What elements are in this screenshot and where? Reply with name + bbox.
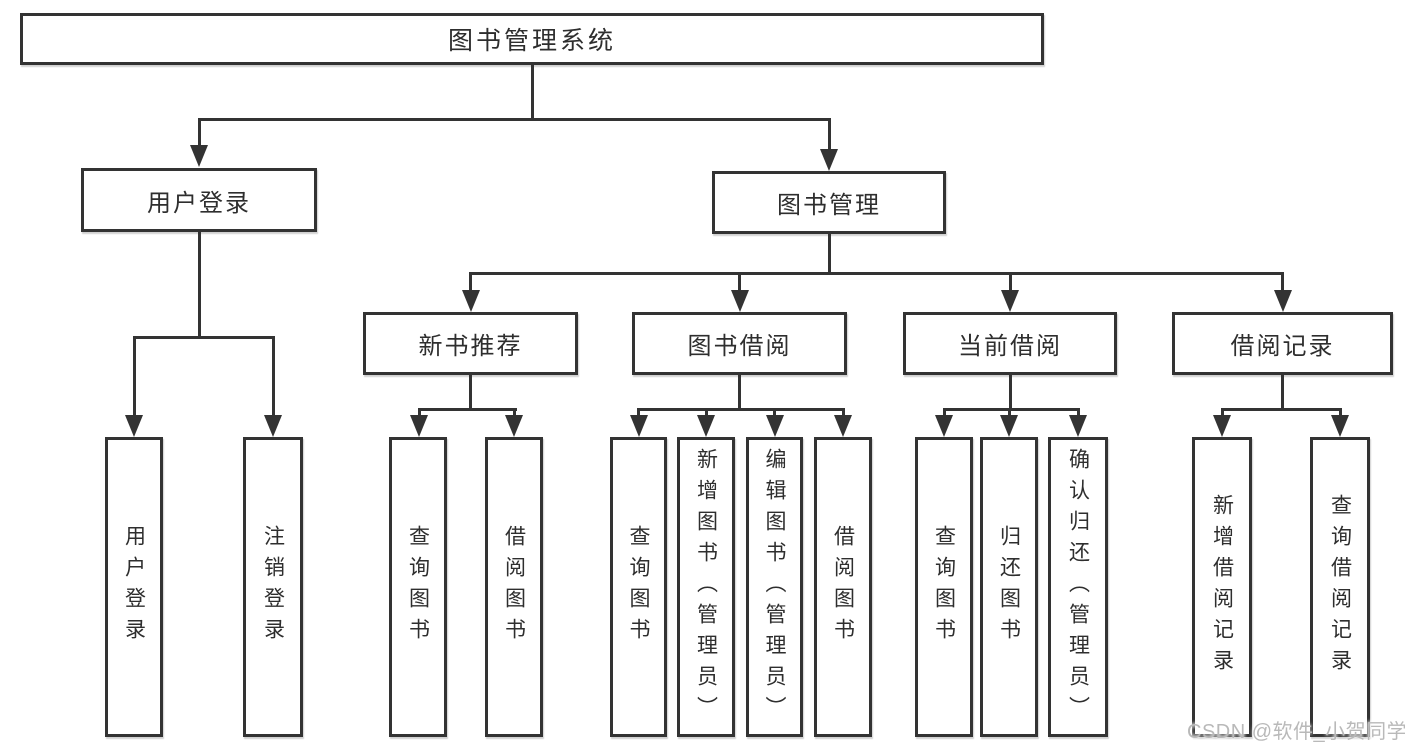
node-root: 图书管理系统 (20, 13, 1044, 65)
leaf-query-books-recommend: 查询图书 (389, 437, 447, 737)
connector-root-drop (530, 65, 534, 118)
node-current-borrowing-label: 当前借阅 (958, 333, 1062, 360)
leaf-user-login-label: 用户登录 (122, 525, 146, 649)
connector-shaft (271, 336, 275, 417)
connector-shaft (738, 272, 741, 292)
leaf-query-books-borrowing-label: 查询图书 (627, 525, 651, 649)
connector-borrowing-records-split (1220, 408, 1342, 411)
leaf-confirm-return-admin: 确认归还（管理员） (1048, 437, 1108, 737)
leaf-add-borrow-record: 新增借阅记录 (1192, 437, 1252, 737)
node-current-borrowing: 当前借阅 (903, 312, 1117, 375)
leaf-edit-books-admin: 编辑图书（管理员） (746, 437, 803, 737)
node-borrowing-records-label: 借阅记录 (1230, 333, 1335, 360)
connector-shaft (132, 336, 136, 417)
arrowhead-down-icon (1001, 290, 1019, 312)
leaf-add-borrow-record-label: 新增借阅记录 (1210, 494, 1234, 680)
arrowhead-down-icon (125, 415, 143, 437)
node-root-label: 图书管理系统 (447, 27, 616, 55)
arrowhead-down-icon (697, 415, 715, 437)
connector-root-split (197, 118, 831, 121)
leaf-return-books-label: 归还图书 (997, 525, 1021, 649)
node-user-login-label: 用户登录 (147, 189, 251, 217)
leaf-logout: 注销登录 (243, 437, 303, 737)
node-new-book-recommendation-label: 新书推荐 (418, 333, 523, 360)
arrowhead-down-icon (765, 415, 784, 437)
leaf-query-books-recommend-label: 查询图书 (406, 525, 430, 649)
leaf-add-books-admin-label: 新增图书（管理员） (694, 447, 718, 727)
connector-shaft (197, 118, 201, 148)
arrowhead-down-icon (190, 145, 208, 167)
arrowhead-down-icon (1213, 415, 1231, 437)
arrowhead-down-icon (629, 415, 648, 437)
arrowhead-down-icon (505, 415, 523, 437)
connector-shaft (1338, 408, 1342, 417)
watermark: CSDN @软件_小贺同学 (1187, 721, 1405, 743)
connector-shaft (841, 408, 845, 417)
leaf-query-books-current: 查询图书 (915, 437, 973, 737)
leaf-user-login: 用户登录 (105, 437, 163, 737)
arrowhead-down-icon (1273, 290, 1292, 312)
connector-shaft (827, 118, 831, 151)
leaf-borrow-books-recommend: 借阅图书 (485, 437, 543, 737)
connector-book-borrowing-drop (738, 375, 741, 411)
arrowhead-down-icon (1000, 415, 1018, 437)
arrowhead-down-icon (410, 415, 428, 437)
leaf-query-borrow-record: 查询借阅记录 (1310, 437, 1370, 737)
node-book-management: 图书管理 (712, 171, 946, 234)
node-new-book-recommendation: 新书推荐 (363, 312, 578, 375)
connector-book-management-drop (827, 234, 831, 275)
connector-new-book-split (417, 408, 517, 411)
leaf-borrow-books-recommend-label: 借阅图书 (502, 525, 526, 649)
connector-shaft (1007, 408, 1011, 417)
connector-borrowing-records-drop (1281, 375, 1284, 411)
arrowhead-down-icon (820, 149, 838, 171)
connector-current-borrowing-split (942, 408, 1080, 411)
connector-shaft (512, 408, 516, 417)
leaf-edit-books-admin-label: 编辑图书（管理员） (763, 447, 787, 727)
connector-new-book-drop (469, 375, 472, 411)
node-user-login: 用户登录 (81, 168, 317, 232)
leaf-logout-label: 注销登录 (261, 525, 285, 649)
leaf-query-borrow-record-label: 查询借阅记录 (1328, 494, 1352, 680)
connector-shaft (469, 272, 472, 292)
arrowhead-down-icon (935, 415, 953, 437)
connector-shaft (1076, 408, 1080, 417)
leaf-return-books: 归还图书 (980, 437, 1038, 737)
arrowhead-down-icon (834, 415, 852, 437)
node-borrowing-records: 借阅记录 (1172, 312, 1393, 375)
connector-shaft (637, 408, 640, 417)
arrowhead-down-icon (1331, 415, 1349, 437)
connector-user-login-drop (197, 232, 201, 336)
arrowhead-down-icon (264, 415, 282, 437)
connector-shaft (417, 408, 421, 417)
leaf-query-books-borrowing: 查询图书 (610, 437, 667, 737)
node-book-management-label: 图书管理 (777, 192, 881, 219)
connector-user-login-split (132, 336, 275, 339)
arrowhead-down-icon (730, 290, 749, 312)
leaf-borrow-books-borrowing-label: 借阅图书 (831, 525, 855, 649)
connector-book-management-split (469, 272, 1284, 275)
connector-shaft (1281, 272, 1284, 292)
leaf-query-books-current-label: 查询图书 (932, 525, 956, 649)
connector-shaft (1008, 272, 1012, 292)
leaf-borrow-books-borrowing: 借阅图书 (814, 437, 872, 737)
node-book-borrowing-label: 图书借阅 (687, 333, 792, 360)
arrowhead-down-icon (1069, 415, 1087, 437)
connector-shaft (942, 408, 946, 417)
node-book-borrowing: 图书借阅 (632, 312, 847, 375)
connector-shaft (704, 408, 708, 417)
leaf-add-books-admin: 新增图书（管理员） (677, 437, 735, 737)
connector-shaft (773, 408, 776, 417)
connector-current-borrowing-drop (1008, 375, 1012, 411)
connector-book-borrowing-split (637, 408, 844, 411)
arrowhead-down-icon (461, 290, 480, 312)
leaf-confirm-return-admin-label: 确认归还（管理员） (1066, 447, 1090, 727)
connector-shaft (1220, 408, 1224, 417)
